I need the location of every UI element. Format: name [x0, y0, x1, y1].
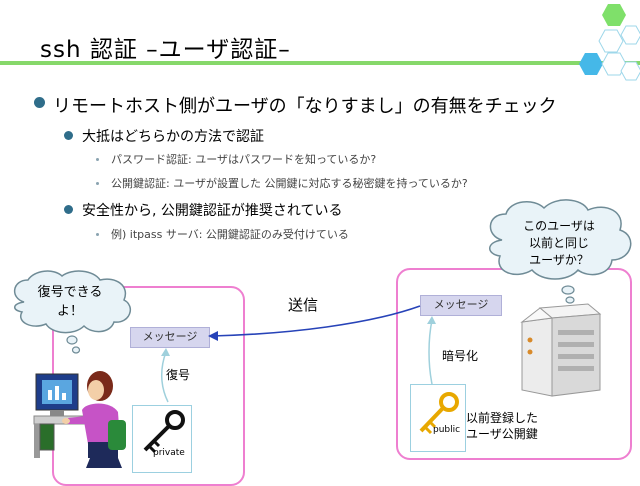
encrypt-label: 暗号化 — [442, 349, 479, 363]
decrypt-arrow-icon — [161, 348, 170, 403]
client-thought-text: 復号できる よ！ — [18, 283, 122, 321]
registered-key-line: ユーザ公開鍵 — [466, 427, 538, 441]
hexagon-decoration-icon — [579, 4, 640, 81]
public-key-icon — [419, 392, 459, 435]
registered-key-line: 以前登録した — [466, 411, 539, 425]
public-key-label: public — [433, 425, 461, 435]
bullet-main: リモートホスト側がユーザの「なりすまし」の有無をチェック — [34, 92, 557, 118]
client-thought-cloud-icon — [14, 270, 132, 354]
bullet-sub2: 安全性から, 公開鍵認証が推奨されている — [64, 200, 342, 220]
server-message-box: メッセージ — [420, 295, 502, 316]
client-thought-line: 復号できる — [37, 285, 103, 300]
bullet-pubkey-auth-text: 公開鍵認証: ユーザが設置した 公開鍵に対応する秘密鍵を持っているか? — [111, 177, 468, 190]
bullet-password-auth: パスワード認証: ユーザはパスワードを知っているか? — [96, 151, 376, 167]
bullet-sub1-text: 大抵はどちらかの方法で認証 — [82, 129, 264, 145]
bullet-pubkey-auth: 公開鍵認証: ユーザが設置した 公開鍵に対応する秘密鍵を持っているか? — [96, 175, 468, 191]
server-icon — [520, 303, 602, 397]
server-thought-text: このユーザは 以前と同じ ユーザか？ — [500, 218, 618, 269]
bullet-dot — [64, 131, 73, 140]
send-label: 送信 — [288, 296, 319, 314]
server-thought-line: このユーザは — [523, 219, 595, 233]
bullet-itpass-example: 例) itpass サーバ: 公開鍵認証のみ受付けている — [96, 226, 349, 242]
private-key-icon — [143, 410, 185, 454]
bullet-itpass-example-text: 例) itpass サーバ: 公開鍵認証のみ受付けている — [111, 228, 349, 241]
bullet-dot — [34, 97, 45, 108]
encrypt-arrow-icon — [427, 316, 436, 385]
private-key-label: private — [153, 448, 185, 458]
decrypt-label: 復号 — [166, 368, 191, 382]
client-thought-line: よ！ — [56, 304, 83, 319]
bullet-dot — [64, 205, 73, 214]
public-key-box: public — [410, 384, 466, 452]
server-thought-cloud-icon — [489, 199, 632, 304]
bullet-dot — [96, 158, 99, 161]
bullet-dot — [96, 233, 99, 236]
bullet-dot — [96, 182, 99, 185]
bullet-sub2-text: 安全性から, 公開鍵認証が推奨されている — [82, 203, 343, 219]
page-title: ssh 認証 –ユーザ認証– — [40, 37, 291, 63]
registered-key-label: 以前登録した ユーザ公開鍵 — [466, 410, 538, 442]
server-thought-line: ユーザか？ — [529, 253, 589, 267]
bullet-sub1: 大抵はどちらかの方法で認証 — [64, 126, 264, 146]
title-underline — [0, 61, 640, 65]
user-at-computer-icon — [33, 371, 126, 468]
client-message-box: メッセージ — [130, 327, 210, 348]
server-thought-line: 以前と同じ — [528, 236, 589, 250]
send-arrow-icon — [208, 305, 421, 341]
bullet-password-auth-text: パスワード認証: ユーザはパスワードを知っているか? — [111, 153, 377, 166]
bullet-main-text: リモートホスト側がユーザの「なりすまし」の有無をチェック — [53, 96, 557, 117]
private-key-box: private — [132, 405, 192, 473]
